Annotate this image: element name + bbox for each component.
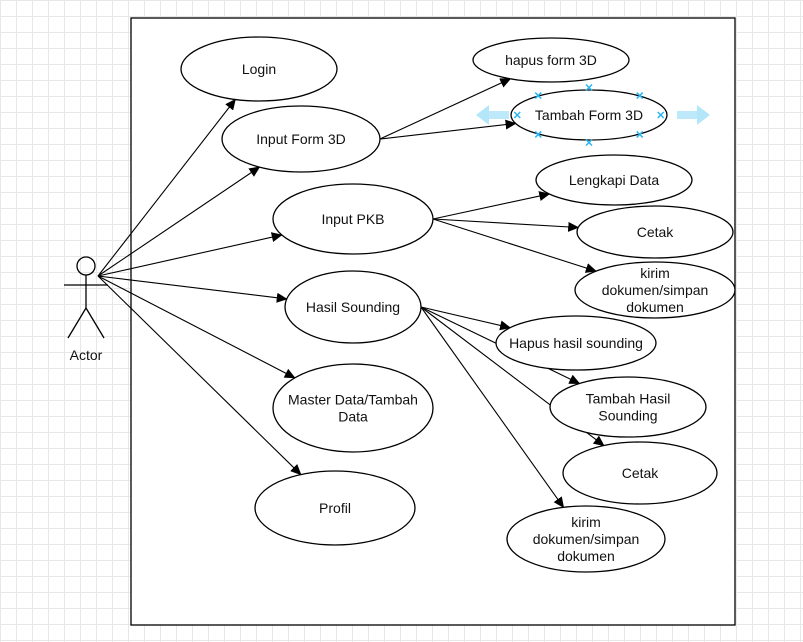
association-hasil-sounding-to-hapus-hasil-sounding[interactable]	[420, 306, 512, 331]
association-actor-to-input-pkb[interactable]	[97, 232, 283, 277]
use-case-label: Master Data/Tambah	[288, 392, 418, 408]
use-case-label: Cetak	[622, 465, 660, 481]
selection-handle[interactable]	[534, 92, 542, 100]
use-case-ellipse[interactable]	[254, 470, 416, 546]
association-input-pkb-to-kirim-pkb[interactable]	[432, 218, 597, 273]
use-case-profil[interactable]: Profil	[254, 470, 416, 546]
association-actor-to-hasil-sounding[interactable]	[97, 275, 288, 303]
use-case-ellipse[interactable]	[535, 154, 693, 206]
use-case-ellipse[interactable]	[284, 270, 422, 344]
association-actor-to-login[interactable]	[97, 98, 236, 277]
association-lines	[97, 78, 605, 509]
use-case-label: Cetak	[637, 224, 675, 240]
actor[interactable]: Actor	[64, 256, 108, 363]
use-case-label: dokumen/simpan	[602, 282, 709, 298]
use-case-cetak-pkb[interactable]: Cetak	[576, 205, 734, 259]
use-case-ellipse[interactable]	[574, 261, 736, 319]
use-case-label: Profil	[319, 500, 351, 516]
association-actor-to-profil[interactable]	[97, 275, 302, 476]
use-case-label: kirim	[640, 265, 670, 281]
selection-x-handles[interactable]	[513, 83, 665, 147]
actor-label: Actor	[70, 347, 103, 363]
selection-handle[interactable]	[513, 111, 521, 119]
actor-left-leg	[67, 307, 87, 339]
association-input-form-3d-to-tambah-form-3d[interactable]	[379, 119, 517, 140]
use-case-cetak-sounding[interactable]: Cetak	[562, 441, 718, 505]
association-actor-to-master-data[interactable]	[97, 275, 296, 379]
use-case-login[interactable]: Login	[180, 36, 338, 102]
use-case-label: kirim	[571, 514, 601, 530]
use-case-input-pkb[interactable]: Input PKB	[272, 183, 434, 255]
use-case-label: dokumen/simpan	[533, 531, 640, 547]
use-case-label: Input PKB	[321, 211, 384, 227]
selection-handles[interactable]	[476, 83, 710, 147]
use-case-ellipse[interactable]	[272, 363, 434, 453]
selection-handle[interactable]	[636, 130, 644, 138]
use-case-label: Data	[338, 409, 368, 425]
use-case-ellipse[interactable]	[549, 376, 707, 438]
association-hasil-sounding-to-kirim-sounding[interactable]	[420, 306, 565, 509]
use-case-lengkapi-data[interactable]: Lengkapi Data	[535, 154, 693, 206]
use-case-hasil-sounding[interactable]: Hasil Sounding	[284, 270, 422, 344]
use-case-ellipse[interactable]	[510, 89, 668, 141]
use-case-label: dokumen	[557, 548, 615, 564]
resize-left-bar	[489, 111, 509, 119]
resize-right-icon[interactable]	[697, 105, 710, 125]
selection-handle[interactable]	[657, 111, 665, 119]
use-case-label: Tambah Hasil	[586, 391, 671, 407]
association-input-pkb-to-cetak-pkb[interactable]	[432, 218, 580, 232]
use-case-hapus-form-3d[interactable]: hapus form 3D	[472, 37, 630, 83]
use-case-input-form-3d[interactable]: Input Form 3D	[221, 105, 381, 173]
use-case-label: Sounding	[598, 408, 657, 424]
selection-handle[interactable]	[636, 92, 644, 100]
use-case-label: Hasil Sounding	[306, 299, 400, 315]
association-actor-to-input-form-3d[interactable]	[97, 166, 261, 277]
selection-handle[interactable]	[585, 83, 593, 92]
use-case-label: Login	[242, 61, 276, 77]
use-case-label: hapus form 3D	[505, 52, 597, 68]
use-case-ellipse[interactable]	[472, 37, 630, 83]
use-case-label: Input Form 3D	[256, 131, 345, 147]
use-case-ellipse[interactable]	[495, 315, 657, 371]
use-case-label: Hapus hasil sounding	[509, 335, 643, 351]
actor-right-leg	[85, 307, 105, 339]
resize-left-icon[interactable]	[476, 105, 489, 125]
use-case-ellipse[interactable]	[506, 505, 666, 573]
use-case-tambah-form-3d[interactable]: Tambah Form 3D	[510, 89, 668, 141]
selection-handle[interactable]	[534, 130, 542, 138]
use-case-ellipse[interactable]	[562, 441, 718, 505]
association-input-pkb-to-lengkapi-data[interactable]	[432, 191, 551, 220]
use-case-hapus-hasil-sounding[interactable]: Hapus hasil sounding	[495, 315, 657, 371]
use-case-label: dokumen	[626, 299, 684, 315]
actor-head	[76, 256, 96, 276]
use-case-ellipse[interactable]	[272, 183, 434, 255]
use-case-label: Lengkapi Data	[569, 172, 660, 188]
resize-right-bar	[677, 111, 697, 119]
use-case-label: Tambah Form 3D	[535, 107, 643, 123]
use-case-ellipse[interactable]	[576, 205, 734, 259]
use-case-ellipse[interactable]	[221, 105, 381, 173]
use-case-ellipse[interactable]	[180, 36, 338, 102]
selection-handle[interactable]	[585, 138, 593, 147]
association-input-form-3d-to-hapus-form-3d[interactable]	[379, 78, 512, 140]
